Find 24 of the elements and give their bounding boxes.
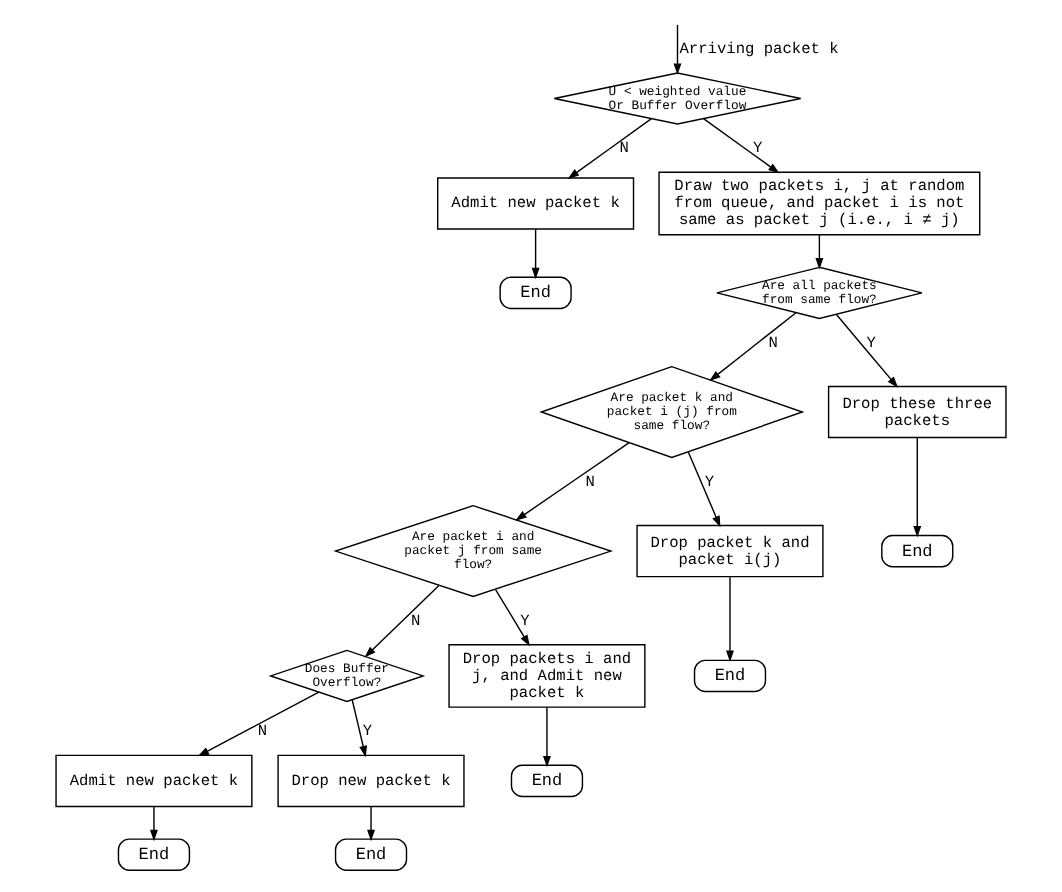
arrow [913,436,922,537]
node-box: End [334,837,408,871]
arrow [515,440,630,520]
arrow [567,116,653,178]
node-box: End [693,658,767,692]
arrow [197,690,320,756]
arrow [673,23,682,74]
arrow [687,450,721,527]
arrow [351,698,368,757]
node-box: End [499,275,572,309]
arrow [815,233,824,269]
arrow [709,311,797,381]
arrow [364,584,440,657]
arrow [835,312,899,387]
node-box: End [881,533,954,567]
arrow [702,116,780,173]
arrow [495,588,530,646]
arrow [531,227,540,279]
node-box: End [510,763,584,797]
node-box: End [117,837,191,871]
arrow [542,705,551,767]
arrow [726,575,734,661]
arrow [149,805,158,841]
arrow [367,805,375,841]
